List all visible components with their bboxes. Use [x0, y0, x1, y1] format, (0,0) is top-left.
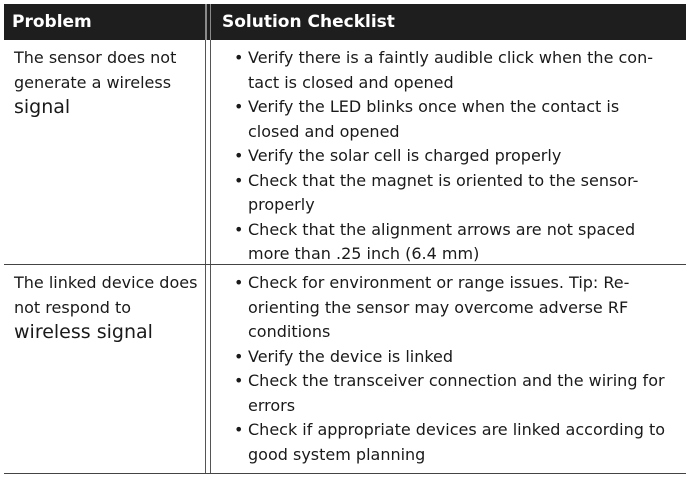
problem-text-emphasis: signal: [14, 96, 71, 118]
problem-text-emphasis: wireless signal: [14, 321, 153, 343]
problem-cell: The sensor does not generate a wireless …: [14, 46, 200, 121]
header-divider: [205, 4, 207, 40]
checklist-item: Check that the magnet is oriented to the…: [234, 169, 674, 218]
checklist-item: Check for environment or range issues. T…: [234, 271, 674, 345]
column-divider-secondary: [210, 265, 211, 473]
checklist-item: Verify the LED blinks once when the cont…: [234, 95, 674, 144]
header-divider-secondary: [210, 4, 211, 40]
troubleshooting-table: Problem Solution Checklist The sensor do…: [4, 4, 686, 474]
checklist-item: Verify there is a faintly audible click …: [234, 46, 674, 95]
checklist-item: Check the transceiver connection and the…: [234, 369, 674, 418]
checklist-item: Check that the alignment arrows are not …: [234, 218, 674, 267]
problem-text: The linked device does not respond to: [14, 273, 198, 317]
column-divider-secondary: [210, 40, 211, 264]
column-divider: [205, 265, 206, 473]
solution-checklist: Verify there is a faintly audible click …: [226, 46, 674, 267]
header-solution-checklist: Solution Checklist: [222, 12, 395, 32]
column-divider: [205, 40, 206, 264]
table-row: The sensor does not generate a wireless …: [4, 40, 686, 265]
table-header: Problem Solution Checklist: [4, 4, 686, 40]
table-row: The linked device does not respond to wi…: [4, 265, 686, 474]
checklist-item: Check if appropriate devices are linked …: [234, 418, 674, 467]
checklist-item: Verify the device is linked: [234, 345, 674, 370]
header-problem: Problem: [12, 12, 92, 32]
problem-cell: The linked device does not respond to wi…: [14, 271, 200, 346]
solution-checklist: Check for environment or range issues. T…: [226, 271, 674, 467]
checklist-item: Verify the solar cell is charged properl…: [234, 144, 674, 169]
problem-text: The sensor does not generate a wireless: [14, 48, 177, 92]
